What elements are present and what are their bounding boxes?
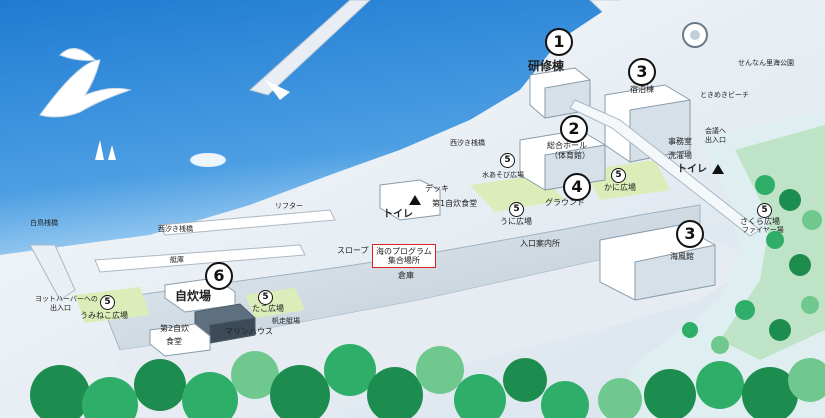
building-jisui2 [149, 323, 211, 357]
label-jisuiba: 自炊場 [175, 289, 212, 303]
label-kani: かに広場 [604, 183, 636, 192]
label-jimusho: 事務室 [668, 137, 692, 146]
walkway [569, 99, 761, 237]
breakwater [248, 0, 371, 96]
label-sanbashi-mid: 西汐き桟橋 [158, 225, 193, 233]
label-sennan: せんなん里海公園 [738, 59, 794, 67]
label-toilet-left: トイレ [383, 209, 413, 220]
building-hall [519, 129, 606, 191]
marker-4: 4 [563, 173, 591, 201]
marker-5-umineko: 5 [100, 295, 115, 310]
fish-illustration [190, 153, 226, 167]
label-taiikukan: （体育館） [550, 151, 590, 160]
label-tokimeki: ときめきビーチ [700, 91, 749, 99]
marker-5-uni: 5 [509, 202, 524, 217]
sailboat-icon [95, 140, 104, 160]
label-toilet-right: トイレ [677, 164, 707, 175]
seagull-illustration [39, 48, 132, 118]
label-kenshuto: 研修棟 [528, 59, 565, 73]
label-senjoba: 洗濯場 [668, 151, 692, 160]
label-yacht: 艇庫 [170, 256, 184, 264]
marker-1: 1 [545, 28, 573, 56]
label-sanbashi-top: 西汐き桟橋 [450, 139, 485, 147]
life-ring-icon [682, 22, 708, 48]
marker-5-kani: 5 [611, 168, 626, 183]
building-marine [194, 303, 256, 344]
marker-6: 6 [205, 262, 233, 290]
marker-3a: 3 [628, 58, 656, 86]
label-tako: たこ広場 [252, 304, 284, 313]
marker-3b: 3 [676, 220, 704, 248]
label-lifter: リフター [275, 202, 303, 210]
label-yacht-harbor-sub: 出入口 [50, 304, 71, 312]
label-uni: うに広場 [500, 217, 532, 226]
trees-right [682, 175, 822, 354]
label-iriguchi-annai: 入口案内所 [520, 239, 560, 248]
label-slope: スロープ [337, 246, 369, 255]
label-sakura: さくら広場 [740, 217, 780, 226]
label-seminar: 会議へ [705, 127, 726, 135]
building-shukuhakuto [604, 84, 691, 163]
label-deck: デッキ [425, 184, 449, 193]
label-fire: ファイヤー場 [742, 226, 784, 234]
label-soko: 倉庫 [398, 271, 414, 280]
meeting-point-box: 海のプログラム 集合場所 [372, 244, 436, 269]
trees-bottom [30, 344, 825, 418]
marker-5-mizuasobi: 5 [500, 153, 515, 168]
label-kaiyokan: 海風館 [670, 252, 694, 261]
toilet-right-marker-icon [712, 164, 724, 174]
label-yacht-harbor: ヨットハーバーへの [35, 295, 98, 303]
label-hakuchou-sanbashi: 白鳥桟橋 [30, 219, 58, 227]
toilet-left-marker-icon [409, 195, 421, 205]
label-marine: マリンハウス [225, 327, 273, 336]
label-hansen: 帆走艇場 [272, 317, 300, 325]
marker-5-sakura: 5 [757, 203, 772, 218]
label-mizuasobi: 水あそび広場 [482, 171, 524, 179]
grass-kani [585, 160, 670, 200]
label-jisui1: 第1自炊食堂 [432, 199, 478, 208]
label-umineko: うみねこ広場 [80, 311, 128, 320]
marker-5-tako: 5 [258, 290, 273, 305]
label-umi-program: 海のプログラム [376, 247, 432, 256]
label-ground: グラウンド [545, 198, 585, 207]
sea [0, 0, 620, 255]
label-shugo: 集合場所 [387, 256, 420, 266]
label-kaikan-hall: 総合ホール [547, 141, 587, 150]
marker-2: 2 [560, 115, 588, 143]
label-seminar-sub: 出入口 [705, 136, 726, 144]
label-jisui2: 第2自炊 [160, 324, 190, 333]
pier-left [29, 244, 76, 301]
label-jisui2-sub: 食堂 [166, 337, 182, 346]
label-shukuhakuto: 宿泊棟 [630, 85, 654, 94]
